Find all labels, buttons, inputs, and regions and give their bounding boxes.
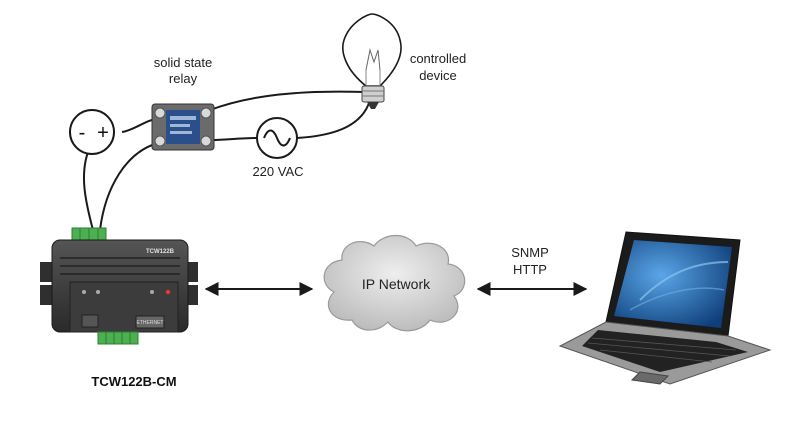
dc-plus-label: + [97, 122, 109, 144]
laptop-icon [558, 231, 772, 385]
ac-source-icon [256, 117, 298, 159]
controller-label: TCW122B-CM [91, 374, 176, 389]
wire-relay-to-bulb [209, 90, 366, 111]
relay-label-line1: solid state [154, 55, 213, 70]
light-bulb-icon [342, 13, 402, 109]
protocol-label-line1: SNMP [511, 245, 549, 260]
network-label: IP Network [362, 276, 431, 292]
wire-controller-to-dc [82, 151, 94, 231]
wiring [82, 90, 371, 231]
ac-source-label: 220 VAC [252, 164, 303, 179]
relay-label-line2: relay [169, 71, 198, 86]
wire-relay-to-ac [211, 137, 258, 141]
protocol-label-line2: HTTP [513, 262, 547, 277]
wire-controller-to-relay [99, 141, 163, 231]
ethernet-tag: ETHERNET [137, 320, 164, 326]
controller-badge: TCW122B [146, 249, 175, 255]
device-label-line2: device [419, 68, 457, 83]
wire-ac-to-bulb [296, 99, 371, 139]
dc-source-icon: - + [69, 109, 115, 155]
device-label-line1: controlled [410, 51, 466, 66]
cloud-icon [323, 234, 466, 332]
relay-icon [151, 103, 215, 151]
dc-minus-label: - [79, 122, 86, 144]
controller-device-icon: ETHERNET TCW122B [40, 227, 198, 345]
